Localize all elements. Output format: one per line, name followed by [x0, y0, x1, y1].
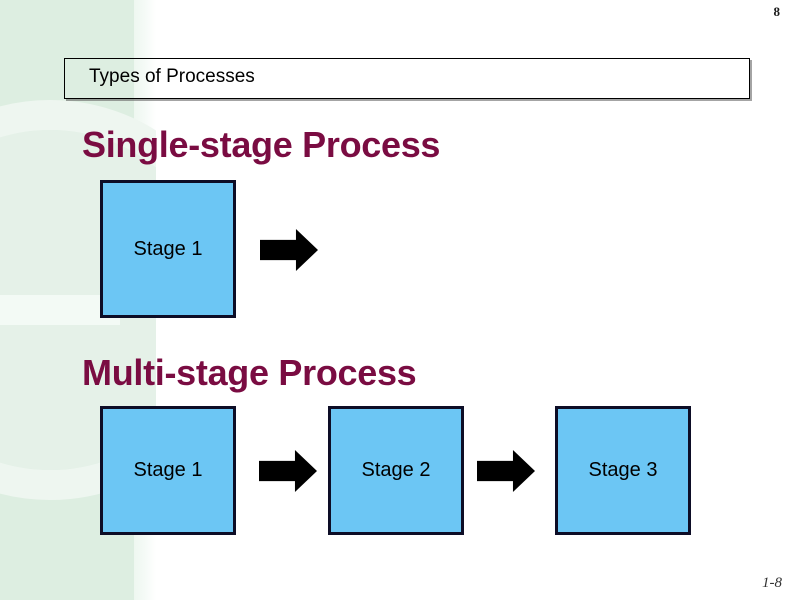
stage-box-label: Stage 2	[361, 459, 431, 481]
slide-title-box: Types of Processes	[64, 58, 750, 99]
stage-box-single-1: Stage 1	[100, 180, 236, 318]
flow-arrow-icon	[259, 450, 317, 492]
stage-box-multi-2: Stage 2	[328, 406, 464, 535]
stage-box-label: Stage 1	[133, 237, 203, 260]
stage-box-multi-3: Stage 3	[555, 406, 691, 535]
content-background-mask	[156, 0, 800, 600]
section-heading-single-stage: Single-stage Process	[82, 124, 441, 165]
page-number-top: 8	[773, 4, 781, 19]
flow-arrow-icon	[477, 450, 535, 492]
stage-box-label: Stage 3	[588, 459, 658, 481]
flow-arrow-icon	[260, 229, 318, 271]
stage-box-multi-1: Stage 1	[100, 406, 236, 535]
page-title: Types of Processes	[89, 66, 255, 87]
stage-box-label: Stage 1	[133, 459, 203, 481]
section-heading-multi-stage: Multi-stage Process	[82, 352, 417, 393]
footer-page-number: 1-8	[762, 575, 782, 591]
